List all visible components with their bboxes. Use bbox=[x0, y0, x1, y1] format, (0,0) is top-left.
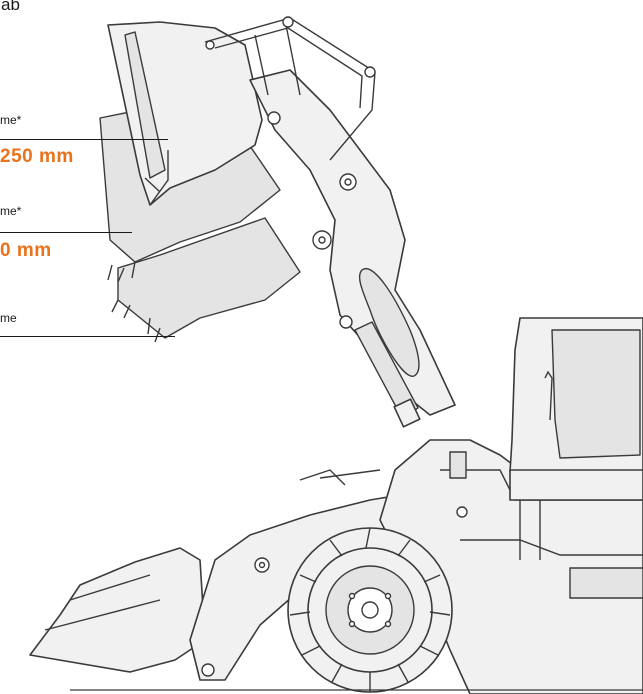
top-text-fragment: ab bbox=[1, 0, 20, 14]
operator-cab bbox=[509, 317, 643, 599]
lower-position-caption: me bbox=[0, 311, 17, 325]
upper-position-caption: me* bbox=[0, 113, 22, 127]
middle-leader-line bbox=[0, 232, 132, 233]
upper-position-value: 250 mm bbox=[0, 146, 74, 167]
bucket-highest-position bbox=[107, 21, 263, 206]
bucket-lowered bbox=[29, 547, 206, 673]
boom-arm-raised bbox=[249, 69, 456, 416]
lift-cylinder bbox=[354, 321, 421, 428]
upper-leader-line bbox=[0, 139, 168, 140]
bucket-lowest-position bbox=[111, 217, 301, 343]
middle-position-caption: me* bbox=[0, 204, 22, 218]
linkage-rods bbox=[204, 16, 376, 161]
middle-position-value: 0 mm bbox=[0, 240, 52, 261]
front-wheel bbox=[287, 527, 453, 693]
lower-leader-line bbox=[0, 336, 175, 337]
